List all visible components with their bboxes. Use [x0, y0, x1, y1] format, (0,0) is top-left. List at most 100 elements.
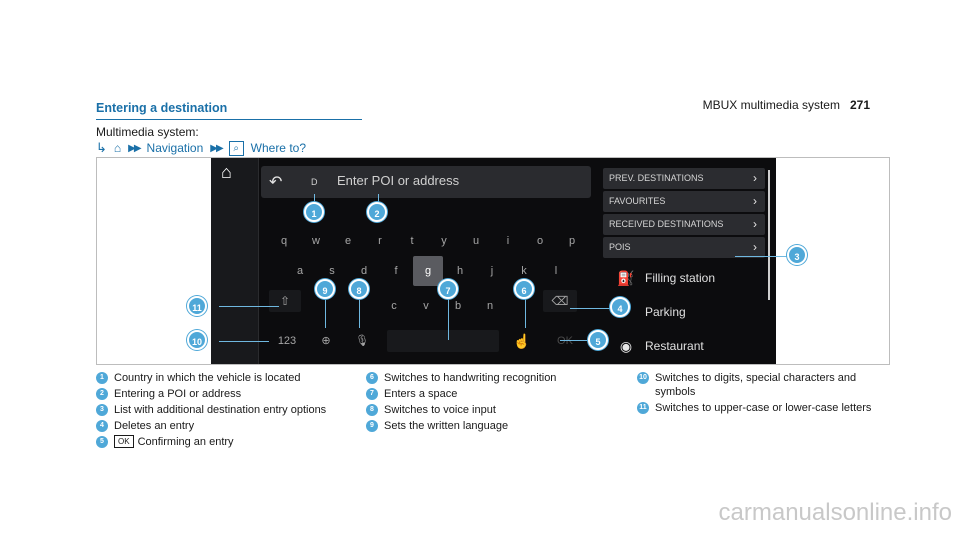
- country-code[interactable]: D: [311, 177, 318, 187]
- home-icon: ⌂: [113, 141, 122, 155]
- key-q[interactable]: q: [280, 235, 288, 247]
- delete-key-icon[interactable]: ⌫: [543, 290, 577, 312]
- watermark: carmanualsonline.info: [718, 499, 952, 526]
- poi-filling-station[interactable]: ⛽Filling station: [617, 270, 716, 286]
- callout-badge: 5: [588, 330, 608, 350]
- callout-badge: 3: [787, 245, 807, 265]
- key-h[interactable]: h: [456, 265, 464, 277]
- key-s[interactable]: s: [329, 265, 335, 277]
- key-c[interactable]: c: [391, 300, 397, 312]
- space-key[interactable]: [387, 330, 499, 352]
- key-j[interactable]: j: [490, 265, 494, 277]
- chevron-right-icon: ›: [753, 240, 757, 254]
- back-icon[interactable]: ↶: [269, 174, 283, 191]
- callout-line: [359, 298, 360, 328]
- key-g[interactable]: g: [413, 256, 443, 286]
- callout-line: [219, 341, 269, 342]
- page-number: 271: [849, 98, 870, 112]
- restaurant-icon: ◉: [619, 338, 633, 354]
- key-v[interactable]: v: [423, 300, 429, 312]
- key-f[interactable]: f: [394, 265, 398, 277]
- callout-badge: 6: [514, 279, 534, 299]
- double-chevron-icon: ▶▶: [128, 142, 141, 154]
- callout-badge: 11: [187, 296, 207, 316]
- callout-line: [378, 194, 379, 204]
- callout-line: [570, 308, 610, 309]
- callout-badge: 1: [304, 202, 324, 222]
- callout-badge: 10: [187, 330, 207, 350]
- key-e[interactable]: e: [344, 235, 352, 247]
- callout-badge: 9: [315, 279, 335, 299]
- manual-title: MBUX multimedia system: [702, 98, 840, 112]
- callout-badge: 8: [349, 279, 369, 299]
- shift-key-icon[interactable]: ⇧: [269, 290, 301, 312]
- chevron-right-icon: ›: [753, 171, 757, 185]
- callout-line: [448, 298, 449, 340]
- home-icon[interactable]: ⌂: [221, 162, 232, 182]
- ok-key-icon: OK: [114, 435, 134, 448]
- key-n[interactable]: n: [486, 300, 494, 312]
- numeric-key[interactable]: 123: [277, 335, 297, 347]
- key-b[interactable]: b: [454, 300, 462, 312]
- callout-line: [219, 306, 279, 307]
- key-i[interactable]: i: [506, 235, 510, 247]
- key-l[interactable]: l: [554, 265, 558, 277]
- key-u[interactable]: u: [472, 235, 480, 247]
- scrollbar[interactable]: [768, 170, 770, 300]
- handwriting-icon[interactable]: ☝: [513, 333, 531, 349]
- search-placeholder: Enter POI or address: [337, 173, 460, 188]
- key-t[interactable]: t: [410, 235, 414, 247]
- callout-badge: 7: [438, 279, 458, 299]
- title-rule: [96, 119, 362, 120]
- key-r[interactable]: r: [378, 235, 382, 247]
- callout-line: [525, 298, 526, 328]
- key-w[interactable]: w: [312, 235, 320, 247]
- section-title: Entering a destination: [96, 101, 228, 115]
- poi-restaurant[interactable]: ◉Restaurant: [603, 332, 765, 360]
- key-k[interactable]: k: [521, 265, 527, 277]
- search-icon: ⌕: [228, 140, 244, 156]
- menu-item-received-destinations[interactable]: RECEIVED DESTINATIONS›: [603, 214, 765, 235]
- chevron-right-icon: ›: [753, 194, 757, 208]
- search-input[interactable]: ↶ D Enter POI or address: [261, 166, 591, 198]
- callout-line: [560, 340, 588, 341]
- figure-frame: [96, 157, 890, 365]
- callout-line: [325, 298, 326, 328]
- chevron-right-icon: ›: [753, 217, 757, 231]
- page-header: MBUX multimedia system 271: [703, 98, 870, 112]
- system-label: Multimedia system:: [96, 125, 199, 139]
- callout-badge: 4: [610, 297, 630, 317]
- menu-item-pois[interactable]: POIS›: [603, 237, 765, 258]
- head-unit-screen: ⌂ ↶ D Enter POI or address q w e r t y u i o p a s…: [211, 158, 776, 364]
- home-strip: ⌂: [211, 158, 259, 364]
- crumb-navigation: Navigation: [146, 141, 204, 155]
- globe-icon[interactable]: ⊕: [321, 335, 331, 347]
- callout-line: [314, 194, 315, 204]
- key-o[interactable]: o: [536, 235, 544, 247]
- microphone-icon[interactable]: 🎙: [355, 335, 369, 347]
- key-d[interactable]: d: [360, 265, 368, 277]
- double-chevron-icon: ▶▶: [210, 142, 223, 154]
- key-p[interactable]: p: [568, 235, 576, 247]
- step-arrow-icon: ↳: [96, 140, 107, 155]
- fuel-pump-icon: ⛽: [617, 270, 635, 286]
- menu-item-favourites[interactable]: FAVOURITES›: [603, 191, 765, 212]
- menu-item-prev-destinations[interactable]: PREV. DESTINATIONS›: [603, 168, 765, 189]
- ok-key[interactable]: OK: [557, 335, 573, 347]
- key-y[interactable]: y: [441, 235, 447, 247]
- callout-line: [735, 256, 787, 257]
- key-a[interactable]: a: [296, 265, 304, 277]
- breadcrumb: ↳ ⌂ ▶▶ Navigation ▶▶ ⌕ Where to?: [96, 140, 306, 156]
